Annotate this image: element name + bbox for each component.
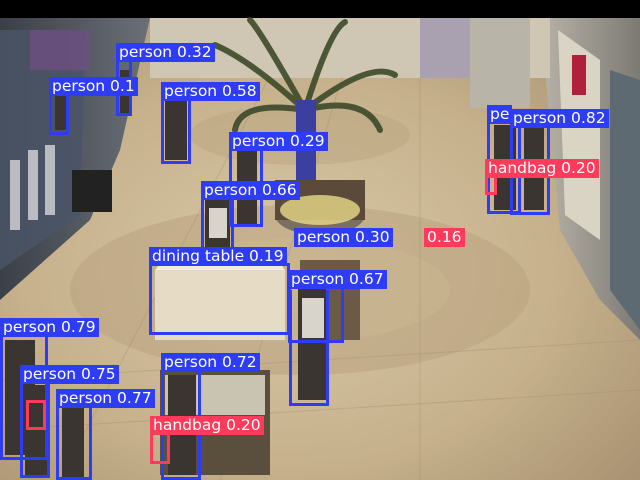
person-detection-box: [289, 290, 329, 406]
detection-label: person 0.66: [201, 181, 300, 200]
handbag-detection-box: 0.16: [424, 228, 477, 255]
person-detection-box: person 0.79: [0, 318, 99, 460]
person-detection-box: person 0.1: [49, 77, 138, 135]
detection-label: person 0.1: [49, 77, 138, 96]
detection-label: person 0.77: [56, 389, 155, 408]
detection-label: person 0.32: [116, 43, 215, 62]
handbag-detection-box: [26, 400, 46, 430]
detection-label: person 0.75: [20, 365, 119, 384]
detection-label: dining table 0.19: [149, 247, 287, 266]
detection-label: handbag 0.20: [150, 416, 264, 435]
detection-label: person 0.58: [161, 82, 260, 101]
detection-label: person 0.30: [294, 228, 393, 247]
person-detection-box: person 0.67: [288, 270, 387, 343]
detection-label: person 0.79: [0, 318, 99, 337]
detection-label: handbag 0.20: [485, 159, 599, 178]
dining-table-detection-box: dining table 0.19: [149, 247, 290, 335]
detection-label: person 0.72: [161, 353, 260, 372]
detection-label: person 0.29: [229, 132, 328, 151]
person-detection-box: person 0.77: [56, 389, 155, 480]
detection-label: person 0.82: [510, 109, 609, 128]
detection-label: 0.16: [424, 228, 465, 247]
detection-label: person 0.67: [288, 270, 387, 289]
person-detection-box: person 0.30: [294, 228, 427, 255]
handbag-detection-box: handbag 0.20: [485, 159, 599, 195]
person-detection-box: person 0.75: [20, 365, 119, 478]
detection-label: pe: [487, 105, 513, 124]
handbag-detection-box: handbag 0.20: [150, 416, 264, 464]
person-detection-box: person 0.58: [161, 82, 260, 164]
